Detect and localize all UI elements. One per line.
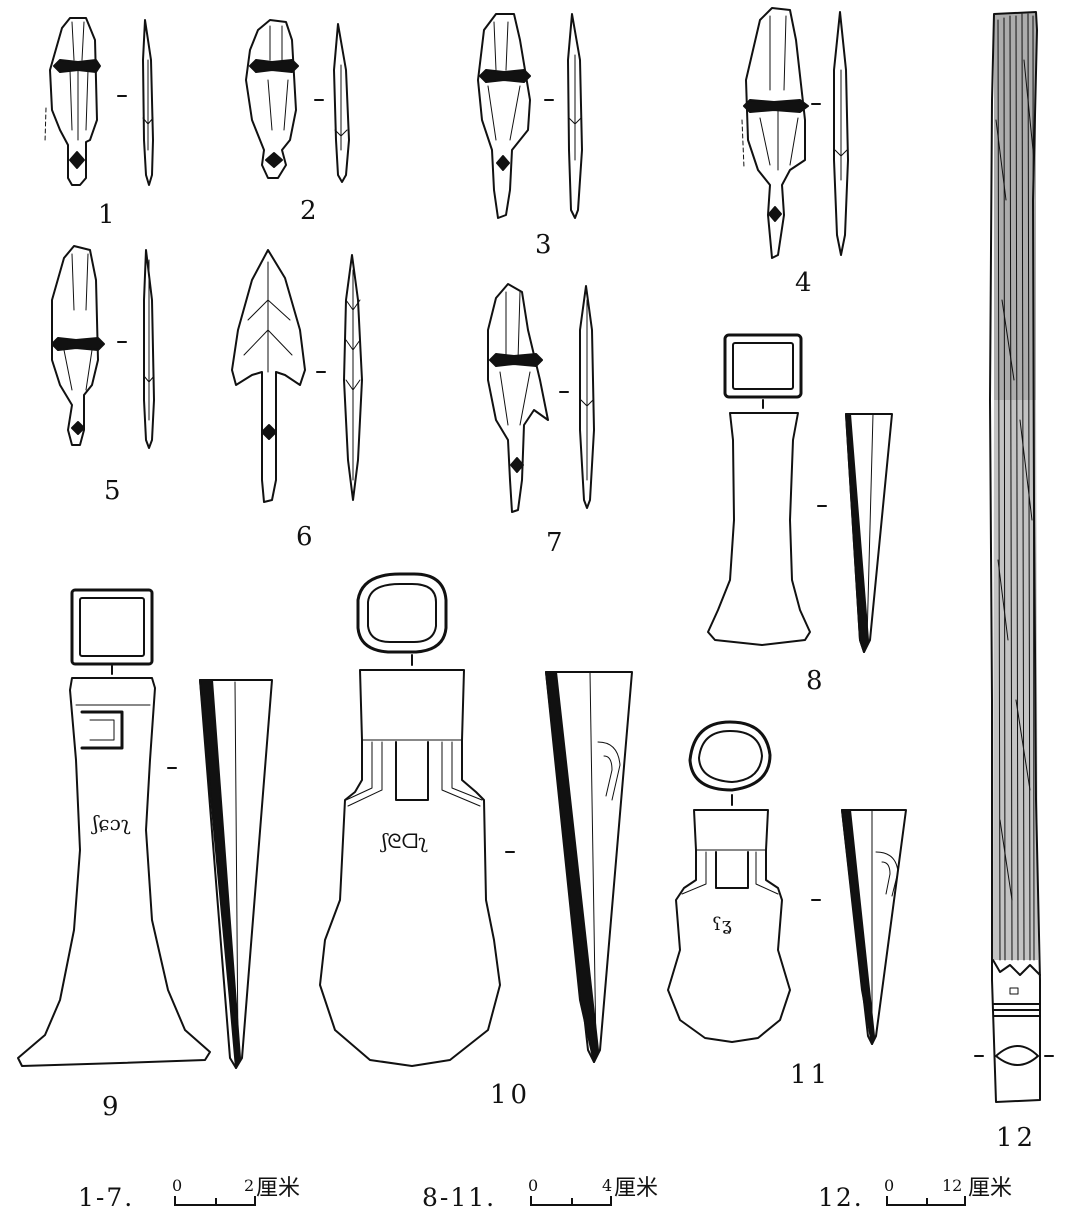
figure-number-8: 8 <box>806 666 823 696</box>
scale-unit: 厘米 <box>614 1176 659 1201</box>
arrowhead-5 <box>51 245 155 449</box>
figure-number-11: 11 <box>790 1060 832 1090</box>
scale-unit: 厘米 <box>968 1176 1013 1201</box>
axe-9 <box>17 588 273 1069</box>
figure-number-1: 1 <box>98 200 115 230</box>
figure-number-12: 12 <box>996 1123 1038 1153</box>
figure-number-10: 10 <box>490 1080 532 1110</box>
arrowhead-4 <box>741 7 849 259</box>
arrowhead-6 <box>231 249 363 503</box>
scale-label: 1-7. <box>78 1183 135 1212</box>
inscription-axe-10: ʃᘓᗡʅ <box>382 829 428 853</box>
axe-10 <box>319 572 633 1067</box>
figure-number-2: 2 <box>300 196 317 226</box>
arrowhead-7 <box>487 283 595 513</box>
scale-end: 2 <box>244 1176 255 1195</box>
figure-number-3: 3 <box>535 230 552 260</box>
figure-number-4: 4 <box>795 268 812 298</box>
scale-end: 4 <box>602 1176 613 1195</box>
scale-zero: 0 <box>172 1176 183 1195</box>
axe-8 <box>707 333 893 653</box>
scale-bar <box>530 1196 612 1206</box>
arrowhead-1 <box>44 17 154 186</box>
figure-number-9: 9 <box>102 1092 119 1122</box>
scale-zero: 0 <box>884 1176 895 1195</box>
scale-unit: 厘米 <box>256 1176 301 1201</box>
axe-11 <box>667 720 907 1045</box>
scale-label: 12. <box>818 1183 864 1212</box>
scale-zero: 0 <box>528 1176 539 1195</box>
figure-number-5: 5 <box>104 476 121 506</box>
inscription-axe-11: ʕʓ <box>712 914 732 935</box>
scale-bar <box>886 1196 966 1206</box>
scale-label: 8-11. <box>422 1183 497 1212</box>
scale-end: 12 <box>942 1176 963 1195</box>
figure-number-6: 6 <box>296 522 313 552</box>
wooden-haft-12 <box>974 11 1054 1103</box>
figure-number-7: 7 <box>546 528 563 558</box>
inscription-axe-9: ʃɕɔʅ <box>93 811 131 835</box>
arrowhead-2 <box>245 19 350 183</box>
scale-bar <box>174 1196 256 1206</box>
arrowhead-3 <box>477 13 583 219</box>
